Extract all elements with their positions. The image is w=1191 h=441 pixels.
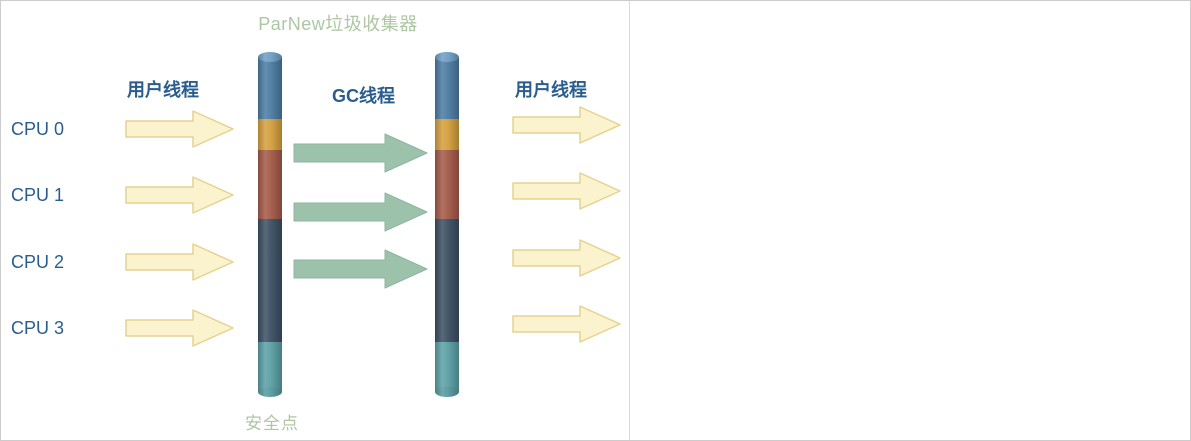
label-gc-threads: GC线程 [332,86,395,106]
cpu-label-1: CPU 1 [11,185,65,205]
safepoint-bar-right [435,52,459,397]
bar-segment-red [435,150,459,219]
bar-bottom-cap [435,387,459,397]
bar-segment-red [258,150,282,219]
arrow-right-icon [293,249,428,289]
gc-thread-arrow-0 [293,131,429,175]
user-thread-arrow-right-0 [512,105,622,145]
bar-segment-slate [435,219,459,342]
bar-segment-teal [435,342,459,392]
arrow-right-icon [512,106,621,144]
bar-top-cap [258,52,282,62]
cpu-label-0: CPU 0 [11,119,65,139]
bar-segment-orange [435,119,459,150]
user-thread-arrow-left-2 [125,242,235,282]
arrow-right-icon [125,176,234,214]
user-thread-arrow-right-3 [512,304,622,344]
diagram-title: ParNew垃圾收集器 [258,14,418,34]
bar-segment-teal [258,342,282,392]
label-user-threads-right: 用户线程 [515,80,587,100]
arrow-right-icon [293,192,428,232]
bar-segment-blue [435,57,459,119]
arrow-right-icon [125,243,234,281]
user-thread-arrow-left-3 [125,308,235,348]
user-thread-arrow-left-1 [125,175,235,215]
bar-segments [258,57,282,392]
bar-top-cap [435,52,459,62]
arrow-right-icon [293,133,428,173]
user-thread-arrow-right-1 [512,171,622,211]
cpu-label-3: CPU 3 [11,318,65,338]
safepoint-bar-left [258,52,282,397]
gc-thread-arrow-2 [293,247,429,291]
gc-thread-arrow-1 [293,190,429,234]
arrow-right-icon [125,309,234,347]
cpu-label-2: CPU 2 [11,252,65,272]
bar-segment-blue [258,57,282,119]
label-user-threads-left: 用户线程 [127,80,199,100]
user-thread-arrow-left-0 [125,109,235,149]
page-divider-line [629,1,630,440]
arrow-right-icon [512,172,621,210]
bar-segments [435,57,459,392]
user-thread-arrow-right-2 [512,238,622,278]
arrow-right-icon [512,239,621,277]
bar-bottom-cap [258,387,282,397]
bar-segment-orange [258,119,282,150]
bar-segment-slate [258,219,282,342]
label-safepoint: 安全点 [245,414,299,433]
arrow-right-icon [125,110,234,148]
arrow-right-icon [512,305,621,343]
